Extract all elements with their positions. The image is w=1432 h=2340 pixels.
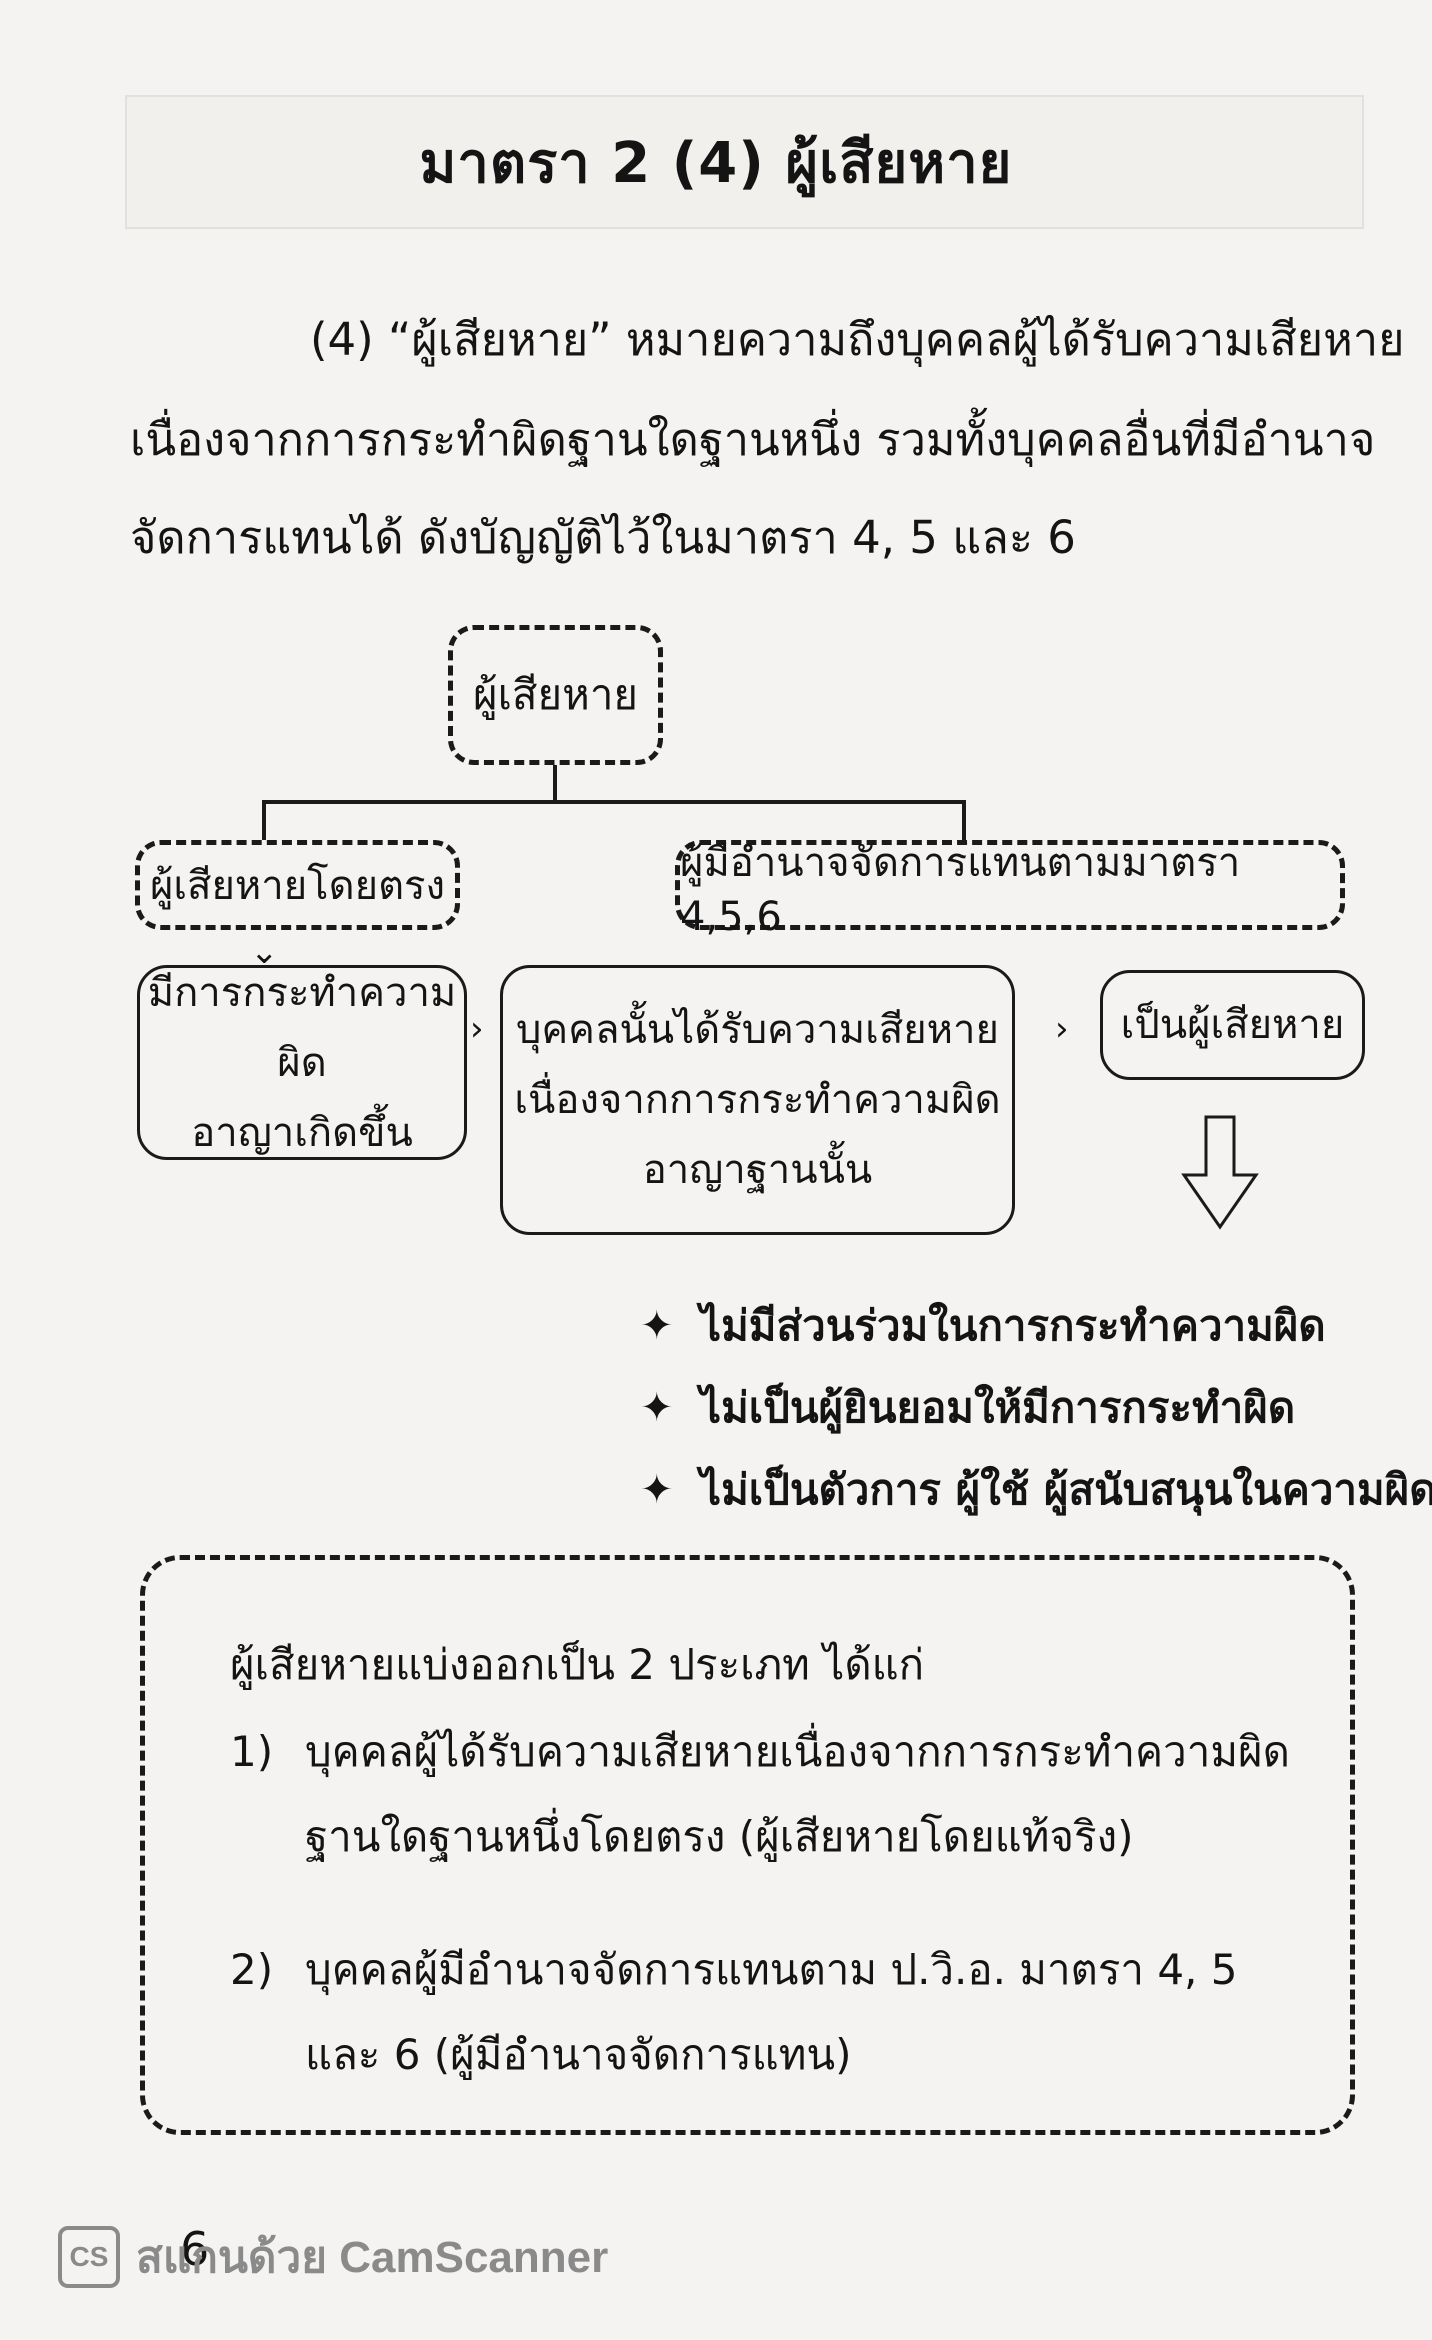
header-frame bbox=[125, 95, 1364, 229]
condition-item: ✦ ไม่เป็นผู้ยินยอมให้มีการกระทำผิด bbox=[640, 1367, 1432, 1449]
watermark-text: สแกนด้วย CamScanner bbox=[136, 2233, 609, 2282]
summary-item-1-line-2: ฐานใดฐานหนึ่งโดยตรง (ผู้เสียหายโดยแท้จริ… bbox=[305, 1812, 1134, 1861]
page-number: 6 bbox=[180, 2222, 210, 2276]
right-arrow-icon: › bbox=[470, 1009, 484, 1049]
definition-line-1: (4) “ผู้เสียหาย” หมายความถึงบุคคลผู้ได้ร… bbox=[310, 313, 1405, 366]
star-bullet-icon: ✦ bbox=[640, 1303, 674, 1349]
branch-connector bbox=[262, 800, 964, 804]
step-victim-box: เป็นผู้เสียหาย bbox=[1100, 970, 1365, 1080]
condition-text: ไม่เป็นผู้ยินยอมให้มีการกระทำผิด bbox=[700, 1383, 1296, 1432]
step-offense-box: มีการกระทำความผิด อาญาเกิดขึ้น bbox=[137, 965, 467, 1160]
down-arrow-icon: ⌄ bbox=[250, 932, 279, 972]
step-damage-box: บุคคลนั้นได้รับความเสียหาย เนื่องจากการก… bbox=[500, 965, 1015, 1235]
root-connector bbox=[553, 765, 557, 803]
star-bullet-icon: ✦ bbox=[640, 1385, 674, 1431]
definition-line-2: เนื่องจากการกระทำผิดฐานใดฐานหนึ่ง รวมทั้… bbox=[130, 413, 1376, 466]
left-branch-line bbox=[262, 800, 266, 840]
camscanner-logo-icon: CS bbox=[58, 2226, 120, 2288]
summary-item-1-line-1: บุคคลผู้ได้รับความเสียหายเนื่องจากการกระ… bbox=[305, 1727, 1290, 1776]
condition-text: ไม่เป็นตัวการ ผู้ใช้ ผู้สนับสนุนในความผิ… bbox=[700, 1465, 1432, 1514]
right-arrow-icon: › bbox=[1055, 1009, 1069, 1049]
condition-text: ไม่มีส่วนร่วมในการกระทำความผิด bbox=[700, 1301, 1326, 1350]
summary-item-1-number: 1) bbox=[230, 1727, 274, 1776]
summary-item-2-line-2: และ 6 (ผู้มีอำนาจจัดการแทน) bbox=[305, 2030, 852, 2079]
summary-intro: ผู้เสียหายแบ่งออกเป็น 2 ประเภท ได้แก่ bbox=[230, 1640, 925, 1689]
definition-line-3: จัดการแทนได้ ดังบัญญัติไว้ในมาตรา 4, 5 แ… bbox=[130, 511, 1076, 564]
camscanner-watermark: CS สแกนด้วย CamScanner bbox=[58, 2222, 608, 2292]
summary-item-2-number: 2) bbox=[230, 1945, 274, 1994]
condition-item: ✦ ไม่มีส่วนร่วมในการกระทำความผิด bbox=[640, 1285, 1432, 1367]
star-bullet-icon: ✦ bbox=[640, 1467, 674, 1513]
authorized-person-box: ผู้มีอำนาจจัดการแทนตามมาตรา 4,5,6 bbox=[675, 840, 1345, 940]
conditions-list: ✦ ไม่มีส่วนร่วมในการกระทำความผิด ✦ ไม่เป็น… bbox=[640, 1285, 1432, 1531]
summary-box: ผู้เสียหายแบ่งออกเป็น 2 ประเภท ได้แก่ 1)… bbox=[140, 1555, 1355, 2135]
diagram-root-box: ผู้เสียหาย bbox=[448, 625, 663, 765]
direct-victim-box: ผู้เสียหายโดยตรง bbox=[135, 840, 460, 930]
down-block-arrow-icon bbox=[1181, 1115, 1259, 1230]
summary-item-2-line-1: บุคคลผู้มีอำนาจจัดการแทนตาม ป.วิ.อ. มาตร… bbox=[305, 1945, 1238, 1994]
page-title: มาตรา 2 (4) ผู้เสียหาย bbox=[419, 131, 1013, 196]
condition-item: ✦ ไม่เป็นตัวการ ผู้ใช้ ผู้สนับสนุนในความผ… bbox=[640, 1449, 1432, 1531]
right-branch-line bbox=[962, 800, 966, 840]
